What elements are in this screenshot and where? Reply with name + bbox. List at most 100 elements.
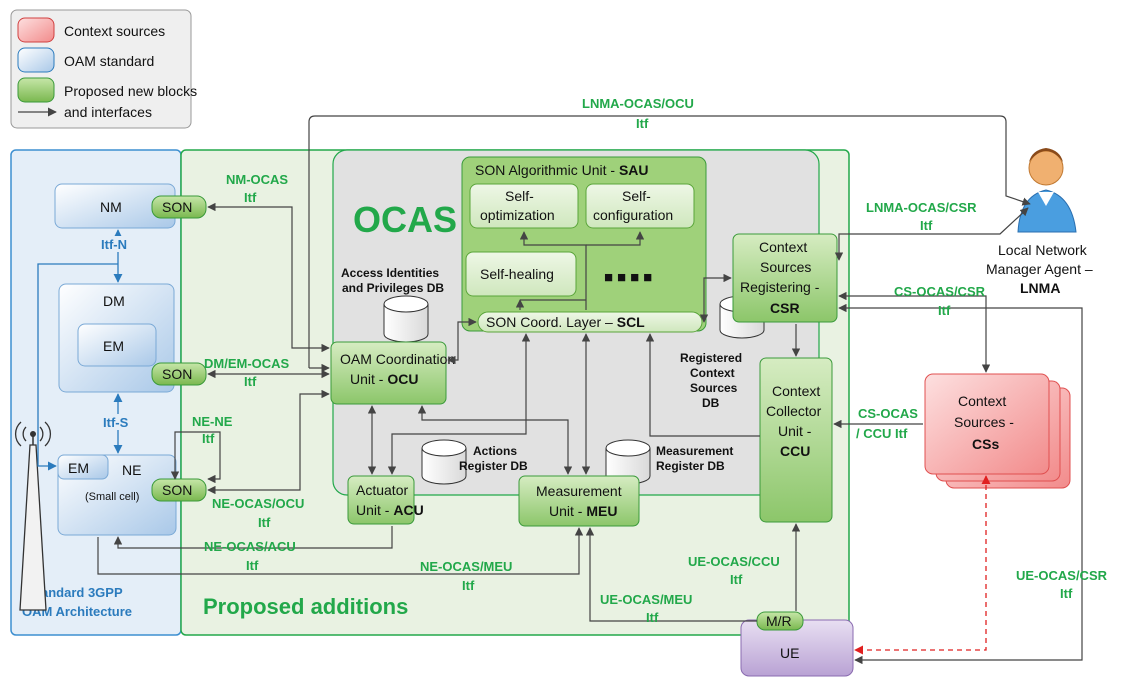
ccu-label-4: CCU: [780, 443, 810, 459]
scl-to-selfopt-arrow: [519, 231, 587, 310]
ccu-label: Context: [772, 383, 820, 399]
ne-son-label: SON: [162, 482, 192, 498]
legend-oam-swatch: [17, 47, 55, 73]
ccu-label-3: Unit -: [778, 423, 812, 439]
csr-label-3: Registering -: [740, 279, 820, 295]
meu-label: Measurement: [536, 483, 622, 499]
access-db-label-2: and Privileges DB: [342, 281, 444, 295]
self-healing-label: Self-healing: [480, 266, 554, 282]
ocu-label: OAM Coordination: [340, 351, 455, 367]
nm-ocas-itf-label-2: Itf: [244, 190, 257, 205]
self-configuration-label-2: configuration: [593, 207, 673, 223]
ne-acu-connector: [113, 526, 393, 549]
scl-ocu-connector: [447, 317, 477, 365]
self-optimization-label: Self-: [505, 188, 534, 204]
cs-csr-itf-label-2: Itf: [938, 303, 951, 318]
self-optimization-block: [469, 183, 579, 229]
lnma-csr-itf-label-2: Itf: [920, 218, 933, 233]
acu-label: Actuator: [356, 482, 408, 498]
ccu-label-2: Collector: [766, 403, 822, 419]
legend-proposed-label-2: and interfaces: [64, 104, 152, 120]
cs-ccu-itf-label: CS-OCAS: [858, 406, 918, 421]
scl-acu-connector: [387, 333, 531, 475]
measurement-db-label-2: Register DB: [656, 459, 725, 473]
lnma-label-2: Manager Agent –: [986, 261, 1093, 277]
ocu-label-2: Unit - OCU: [350, 371, 418, 387]
lnma-csr-itf-label: LNMA-OCAS/CSR: [866, 200, 977, 215]
context-sources-label-3: CSs: [972, 436, 999, 452]
ccu-scl-connector: [645, 333, 760, 437]
antenna-tower-icon: [15, 421, 51, 611]
lnma-ocu-itf-label-2: Itf: [636, 116, 649, 131]
sau-title: SON Algorithmic Unit - SAU: [475, 162, 649, 178]
ue-ccu-itf-label-2: Itf: [730, 572, 743, 587]
standard-3gpp-title: Standard 3GPP: [28, 585, 123, 600]
ocas-title: OCAS: [353, 199, 457, 240]
ue-ccu-itf-label: UE-OCAS/CCU: [688, 554, 780, 569]
more-algorithms-dots: ■■■■: [604, 269, 656, 286]
cs-ue-dashed-connector: [854, 475, 991, 655]
ne-label: NE: [122, 462, 141, 478]
acu-label-2: Unit - ACU: [356, 502, 424, 518]
nm-ocas-itf-label: NM-OCAS: [226, 172, 288, 187]
lnma-label-3: LNMA: [1020, 280, 1060, 296]
ue-label: UE: [780, 645, 799, 661]
lnma-ocu-itf-label: LNMA-OCAS/OCU: [582, 96, 694, 111]
legend-context-label: Context sources: [64, 23, 165, 39]
lnma-csr-connector: [834, 207, 1029, 261]
ne-em-label: EM: [68, 460, 89, 476]
standard-3gpp-title-2: OAM Architecture: [22, 604, 132, 619]
ue-csr-itf-label: UE-OCAS/CSR: [1016, 568, 1108, 583]
lnma-label: Local Network: [998, 242, 1088, 258]
context-sources-label-2: Sources -: [954, 414, 1014, 430]
legend-oam-label: OAM standard: [64, 53, 154, 69]
nm-ocu-connector: [207, 202, 330, 353]
ne-ocu-connector: [207, 389, 330, 495]
lnma-person-icon: [1017, 148, 1077, 233]
self-configuration-label: Self-: [622, 188, 651, 204]
context-sources-label: Context: [958, 393, 1006, 409]
lnma-ocu-connector: [308, 115, 1031, 368]
legend: Context sources OAM standard Proposed ne…: [10, 9, 197, 129]
legend-proposed-swatch: [17, 77, 55, 103]
nm-label: NM: [100, 199, 122, 215]
ne-ocu-itf-label-2: Itf: [258, 515, 271, 530]
registered-db-label: Registered: [680, 351, 742, 365]
nm-son-block: [151, 195, 207, 219]
dm-em-ocas-itf-label: DM/EM-OCAS: [204, 356, 290, 371]
ne-sublabel: (Small cell): [85, 491, 139, 503]
actions-db-label: Actions: [473, 444, 517, 458]
ue-meu-itf-label: UE-OCAS/MEU: [600, 592, 692, 607]
ccu-block: [759, 357, 833, 523]
csr-label: Context: [759, 239, 807, 255]
meu-block: [518, 475, 640, 527]
ne-ocu-itf-label: NE-OCAS/OCU: [212, 496, 304, 511]
dm-son-block: [151, 362, 207, 386]
ne-ne-itf-label: NE-NE: [192, 414, 233, 429]
itf-n-to-ne-em: [37, 263, 118, 471]
itf-s-label: Itf-S: [103, 415, 129, 430]
ne-acu-itf-label: NE-OCAS/ACU: [204, 539, 296, 554]
measurement-db-label: Measurement: [656, 444, 733, 458]
scl-to-selfconf-arrow: [586, 231, 645, 246]
acu-block: [347, 475, 415, 525]
ne-em-block: [57, 454, 109, 480]
scl-label: SON Coord. Layer – SCL: [486, 314, 645, 330]
csr-block: [732, 233, 838, 323]
dm-son-label: SON: [162, 366, 192, 382]
ne-meu-connector: [97, 527, 584, 575]
proposed-additions-title: Proposed additions: [203, 594, 408, 619]
scl-csr-connector: [699, 273, 732, 323]
dm-em-ocas-itf-label-2: Itf: [244, 374, 257, 389]
registered-db-label-3: Sources: [690, 381, 738, 395]
ne-meu-itf-label-2: Itf: [462, 578, 475, 593]
registered-db-label-2: Context: [690, 366, 735, 380]
csr-label-2: Sources: [760, 259, 811, 275]
dm-label: DM: [103, 293, 125, 309]
ue-meu-itf-label-2: Itf: [646, 610, 659, 625]
legend-proposed-label: Proposed new blocks: [64, 83, 197, 99]
ne-ne-connector: [170, 431, 221, 484]
ne-meu-itf-label: NE-OCAS/MEU: [420, 559, 512, 574]
